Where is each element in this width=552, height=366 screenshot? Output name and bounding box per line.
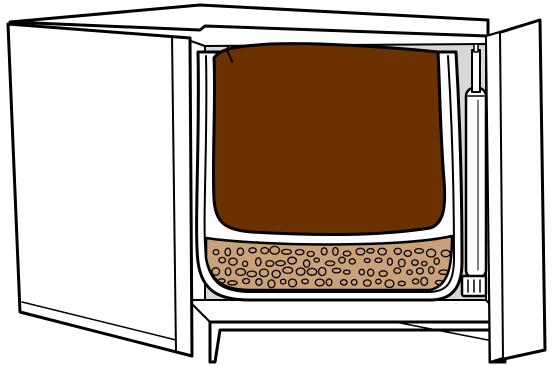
cabinet-interior-floor: [188, 300, 505, 322]
heater-stem: [472, 50, 480, 92]
cabinet-right-door: [486, 20, 545, 362]
left-door-panel: [8, 24, 192, 356]
bag-outline: [213, 44, 444, 235]
cabinet-left-door: [8, 24, 192, 356]
gravel-layer: [206, 236, 452, 290]
substrate-bag: [213, 44, 444, 235]
cabinet-base: [210, 322, 505, 362]
right-door-edge: [486, 32, 503, 362]
heater-tube: [466, 88, 486, 278]
heater-cap: [474, 44, 478, 52]
